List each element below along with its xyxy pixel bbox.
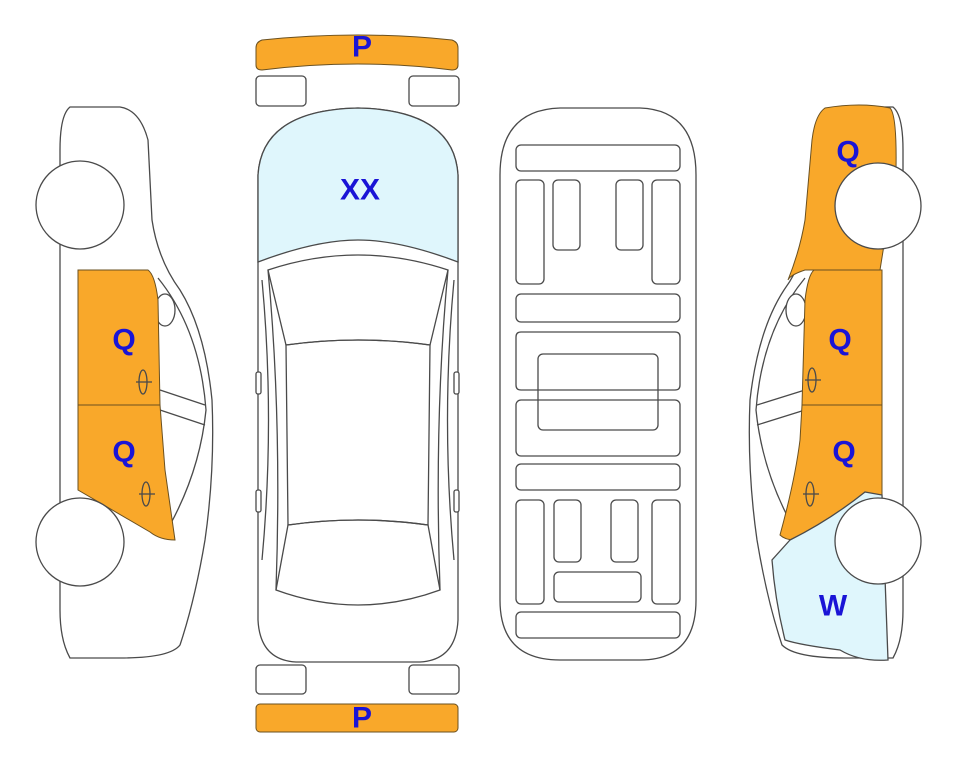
- right-door-handles: [803, 367, 821, 507]
- left-rear-door-panel: [77, 404, 176, 541]
- right-rear-door-label: Q: [828, 324, 851, 357]
- left-rear-wheel: [35, 497, 125, 587]
- left-front-door-panel: [77, 269, 161, 406]
- left-front-door-label: Q: [112, 324, 135, 357]
- left-rear-door-label: Q: [112, 436, 135, 469]
- rear-bumper-panel: [255, 703, 459, 733]
- top-right-mirror: [453, 371, 460, 395]
- top-left-mirror: [255, 371, 262, 395]
- undercarriage-view: [499, 107, 697, 661]
- top-view-side-lines: [261, 269, 455, 591]
- right-side-view: Q Q Q W: [748, 104, 922, 661]
- rear-bumper-label: P: [352, 702, 372, 735]
- undercarriage-components: [515, 144, 681, 639]
- right-front-wheel: [834, 497, 922, 585]
- right-mirror: [785, 293, 807, 327]
- undercarriage-outline: [499, 107, 697, 661]
- left-side-window-inner: [159, 389, 206, 426]
- top-view: P XX P: [255, 31, 460, 735]
- left-front-wheel: [35, 160, 125, 250]
- top-right-handle: [453, 489, 460, 513]
- hood-label: XX: [340, 174, 380, 207]
- right-side-window-inner: [756, 389, 806, 426]
- left-side-view: Q Q: [35, 106, 214, 659]
- front-bumper-label: P: [352, 31, 372, 64]
- top-left-handle: [255, 489, 262, 513]
- left-side-window-line: [157, 277, 207, 526]
- rear-left-taillight: [255, 664, 307, 695]
- right-rear-quarter-label: Q: [836, 136, 859, 169]
- front-bumper-panel: [255, 34, 459, 71]
- rear-window-outline: [275, 519, 441, 606]
- front-left-headlight: [255, 75, 307, 107]
- left-door-handles: [136, 369, 155, 507]
- right-front-fender-label: W: [819, 590, 848, 623]
- hood-panel: [257, 107, 459, 263]
- right-rear-wheel: [834, 162, 922, 250]
- right-front-door-label: Q: [832, 436, 855, 469]
- front-right-headlight: [408, 75, 460, 107]
- rear-right-taillight: [408, 664, 460, 695]
- right-side-window-line: [755, 277, 806, 526]
